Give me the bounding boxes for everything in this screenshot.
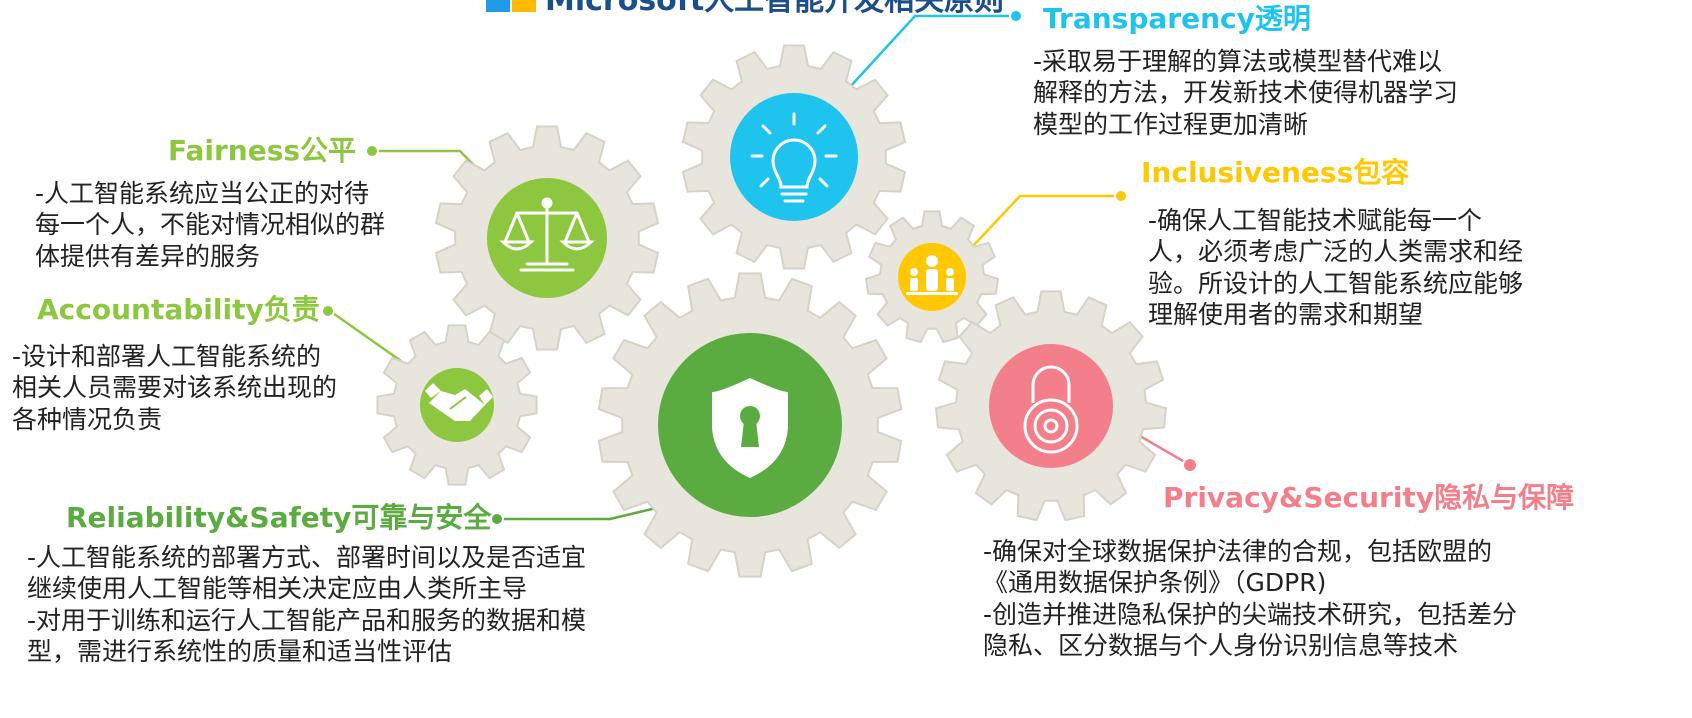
padlock-icon [1023, 365, 1079, 454]
privacy-desc: -确保对全球数据保护法律的合规，包括欧盟的 《通用数据保护条例》（GDPR) -… [983, 537, 1518, 660]
inclusiveness-connector [954, 194, 1121, 266]
reliability-desc: -人工智能系统的部署方式、部署时间以及是否适宜 继续使用人工智能等相关决定应由人… [27, 543, 587, 666]
accountability-dot [321, 304, 335, 318]
fairness-dot [365, 144, 379, 158]
people-icon [906, 255, 958, 295]
inclusiveness-dot [1114, 189, 1128, 203]
privacy-label: Privacy&Security隐私与保障 [1163, 481, 1575, 514]
fairness-desc: -人工智能系统应当公正的对待 每一个人，不能对情况相似的群 体提供有差异的服务 [35, 179, 386, 271]
transparency-dot [1009, 9, 1023, 23]
privacy-hub [989, 344, 1113, 468]
transparency-connector [837, 14, 1016, 101]
inclusiveness-desc: -确保人工智能技术赋能每一个 人，必须考虑广泛的人类需求和经 验。所设计的人工智… [1148, 206, 1524, 329]
fairness-label: Fairness公平 [168, 134, 357, 167]
handshake-icon [425, 383, 493, 421]
balance-scale-icon [499, 197, 595, 272]
privacy-dot [1182, 457, 1198, 473]
accountability-desc: -设计和部署人工智能系统的 相关人员需要对该系统出现的 各种情况负责 [12, 342, 338, 434]
accountability-label: Accountability负责 [37, 293, 320, 326]
transparency-label: Transparency透明 [1043, 2, 1311, 35]
reliability-label: Reliability&Safety可靠与安全 [66, 501, 492, 534]
transparency-desc: -采取易于理解的算法或模型替代难以 解释的方法，开发新技术使得机器学习 模型的工… [1033, 47, 1459, 139]
shield-keyhole-icon [712, 378, 788, 478]
inclusiveness-label: Inclusiveness包容 [1141, 156, 1410, 189]
lightbulb-icon [750, 112, 838, 203]
reliability-dot [490, 512, 504, 526]
microsoft-logo-icon [486, 0, 536, 12]
diagram-title: Microsoft人工智能开发相关原则 [545, 0, 1005, 18]
